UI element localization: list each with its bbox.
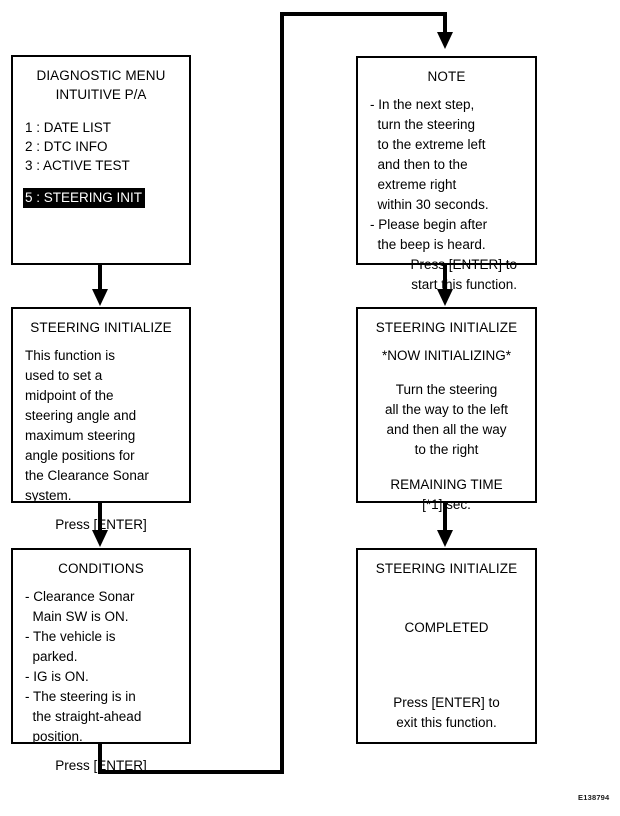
diagnostic-menu-title: DIAGNOSTIC MENU	[36, 68, 166, 83]
screen-completed: STEERING INITIALIZE COMPLETED Press [ENT…	[356, 548, 537, 744]
connector-wrap-bottom	[98, 770, 284, 774]
connector-wrap-down-from-conditions	[98, 744, 102, 774]
diagnostic-menu-subtitle: INTUITIVE P/A	[55, 87, 147, 102]
steering-initialize-info-body: This function is used to set a midpoint …	[25, 348, 149, 503]
conditions-footer: Press [ENTER]	[55, 758, 147, 773]
screen-note: NOTE - In the next step, turn the steeri…	[356, 56, 537, 292]
connector-wrap-riser	[280, 12, 284, 770]
menu-item-steering-init-selected[interactable]: 5 : STEERING INIT	[23, 188, 146, 208]
note-body: - In the next step, turn the steering to…	[370, 97, 489, 252]
arrowhead-info-to-conditions	[92, 530, 108, 547]
now-initializing-title: STEERING INITIALIZE	[375, 320, 518, 335]
now-initializing-subtitle: *NOW INITIALIZING*	[381, 348, 511, 363]
completed-footer: Press [ENTER] to exit this function.	[393, 695, 500, 730]
conditions-body: - Clearance Sonar Main SW is ON. - The v…	[25, 589, 142, 744]
figure-id-label: E138794	[578, 793, 610, 802]
screen-now-initializing: STEERING INITIALIZE *NOW INITIALIZING* T…	[356, 307, 537, 512]
menu-item-dtc-info[interactable]: 2 : DTC INFO	[25, 139, 108, 154]
connector-note-to-initializing	[443, 265, 447, 298]
menu-item-date-list[interactable]: 1 : DATE LIST	[25, 120, 112, 135]
diagnostic-menu-list: 1 : DATE LIST 2 : DTC INFO 3 : ACTIVE TE…	[23, 118, 177, 208]
connector-initializing-to-completed	[443, 503, 447, 539]
connector-wrap-down-to-note	[443, 12, 447, 38]
connector-wrap-top	[280, 12, 447, 16]
screen-steering-initialize-info: STEERING INITIALIZE This function is use…	[11, 307, 191, 532]
arrowhead-note-to-initializing	[437, 289, 453, 306]
menu-item-active-test[interactable]: 3 : ACTIVE TEST	[25, 158, 130, 173]
arrowhead-menu-to-info	[92, 289, 108, 306]
steering-initialize-info-footer: Press [ENTER]	[55, 517, 147, 532]
arrowhead-initializing-to-completed	[437, 530, 453, 547]
screen-diagnostic-menu: DIAGNOSTIC MENU INTUITIVE P/A 1 : DATE L…	[11, 55, 191, 265]
completed-status: COMPLETED	[404, 620, 489, 635]
now-initializing-remaining-time: REMAINING TIME [*1] sec.	[390, 477, 503, 512]
connector-menu-to-info	[98, 265, 102, 298]
conditions-title: CONDITIONS	[58, 561, 144, 576]
steering-initialize-info-title: STEERING INITIALIZE	[30, 320, 172, 335]
note-title: NOTE	[427, 69, 466, 84]
completed-title: STEERING INITIALIZE	[375, 561, 518, 576]
arrowhead-wrap-to-note	[437, 32, 453, 49]
connector-info-to-conditions	[98, 503, 102, 539]
now-initializing-body: Turn the steering all the way to the lef…	[384, 382, 509, 457]
screen-conditions: CONDITIONS - Clearance Sonar Main SW is …	[11, 548, 191, 773]
